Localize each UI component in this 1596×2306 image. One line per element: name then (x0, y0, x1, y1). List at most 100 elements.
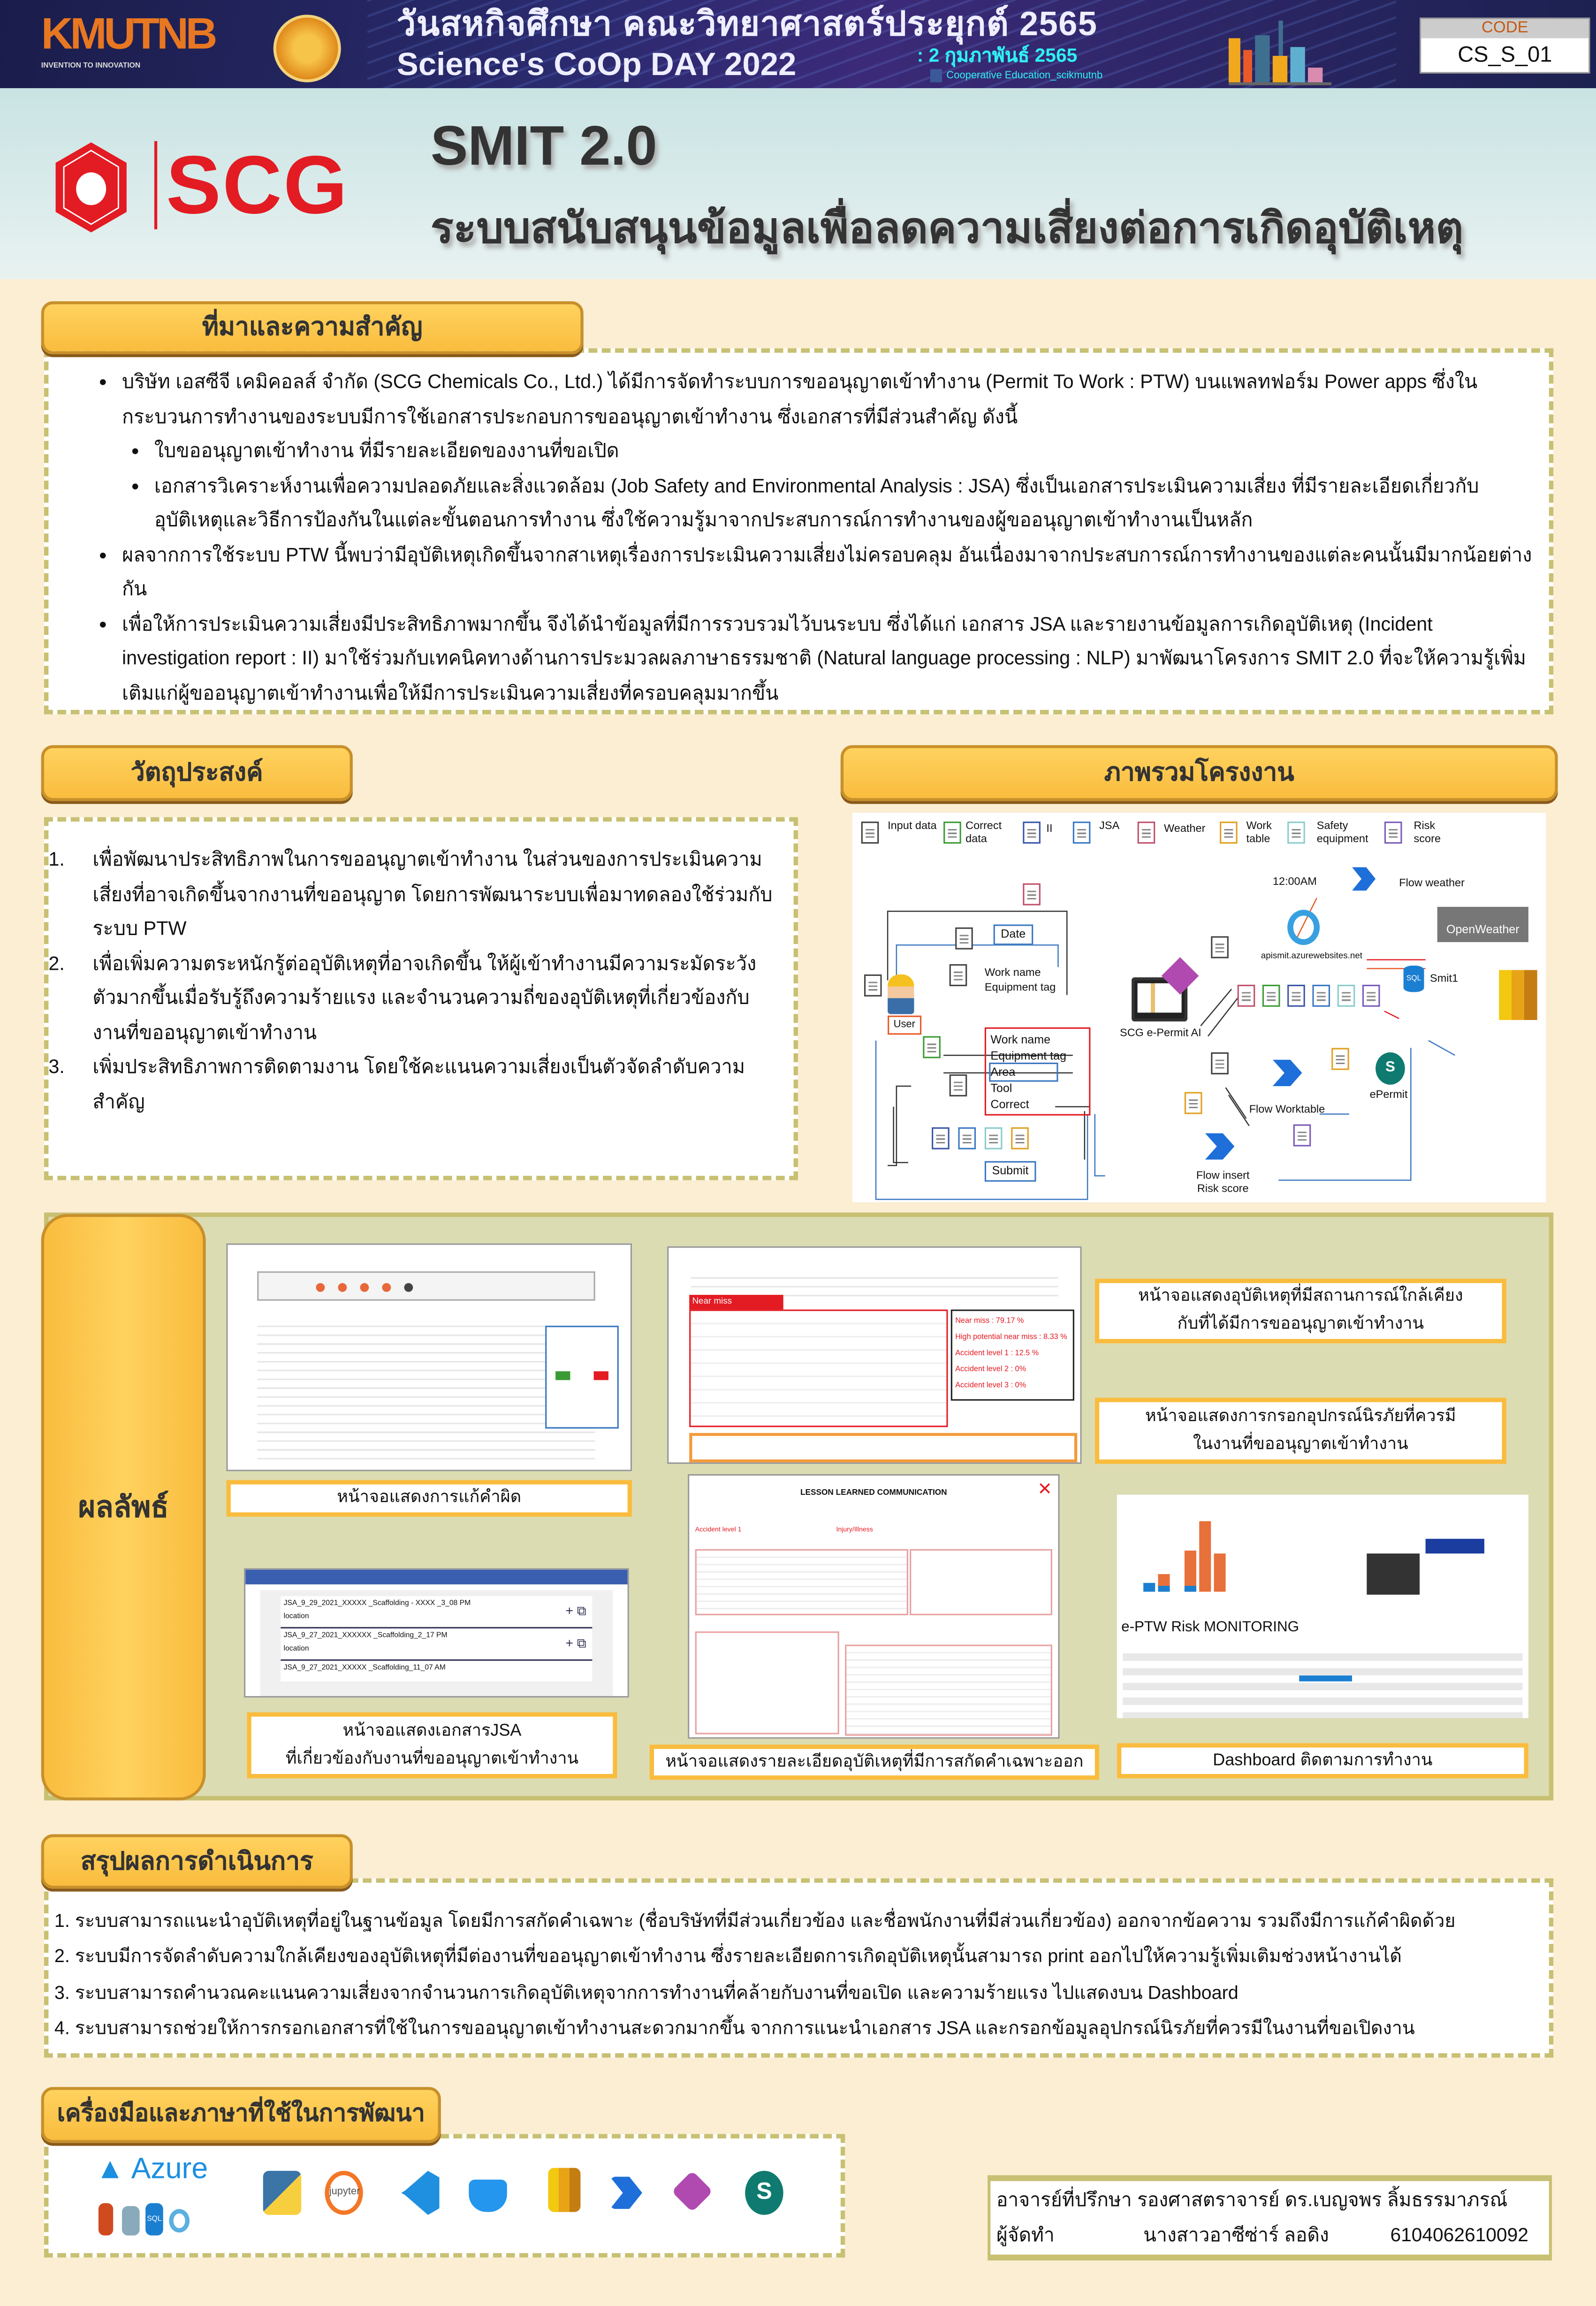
risk-score-doc-icon (1362, 984, 1380, 1007)
legend-risk-score: Risk score (1414, 818, 1441, 845)
tools-heading: เครื่องมือและภาษาที่ใช้ในการพัฒนา (41, 2087, 441, 2143)
azure-text: Azure (131, 2153, 208, 2186)
ii-doc-icon (932, 1127, 950, 1149)
user-label: User (888, 1015, 921, 1035)
power-bi-icon (548, 2168, 581, 2212)
close-icon[interactable]: ✕ (1037, 1478, 1052, 1499)
title-area (0, 88, 1596, 280)
facebook-icon (930, 69, 942, 83)
stat-near-miss: Near miss : 79.17 % (955, 1317, 1024, 1326)
results-heading: ผลลัพธ์ (41, 1214, 206, 1801)
jsa-row[interactable]: JSA_9_27_2021_XXXXX _Scaffolding_11_07 A… (281, 1660, 593, 1682)
flow-worktable-label: Flow Worktable (1249, 1102, 1325, 1116)
factory-illustration-icon (1228, 20, 1332, 85)
caption-text: กับที่ได้มีการขออนุญาตเข้าทำงาน (1177, 1315, 1424, 1333)
jsa-doc-icon (1072, 822, 1091, 844)
cognitive-services-icon (169, 2209, 190, 2233)
legend-correct-data: Correct data (965, 818, 1002, 845)
work-name-label: Work name (984, 966, 1041, 979)
correct-data-doc-icon (943, 822, 961, 844)
add-icon[interactable]: + ⧉ (565, 1636, 586, 1651)
python-icon (263, 2170, 302, 2215)
code-box: CODE CS_S_01 (1420, 17, 1590, 74)
faculty-seal-icon (273, 15, 341, 83)
doc-icon (955, 927, 973, 950)
weather-doc-icon (1137, 822, 1155, 844)
incident-category: Accident level 1 (695, 1525, 742, 1533)
input-data-doc-icon (861, 822, 879, 844)
jsa-row[interactable]: JSA_9_29_2021_XXXXX _Scaffolding - XXXX … (281, 1596, 593, 1629)
legend-weather: Weather (1164, 822, 1206, 835)
incident-detail-screenshot: LESSON LEARNED COMMUNICATION ✕ Accident … (688, 1474, 1060, 1739)
legend-work-table: Work table (1246, 818, 1272, 845)
jsa-documents-screenshot: JSA_9_29_2021_XXXXX _Scaffolding - XXXX … (244, 1568, 629, 1698)
jsa-row-title: JSA_9_29_2021_XXXXX _Scaffolding - XXXX … (283, 1599, 471, 1608)
stat-accident-3: Accident level 3 : 0% (955, 1381, 1026, 1391)
safety-equipment-doc-icon (984, 1127, 1003, 1149)
work-table-doc-icon (1220, 822, 1238, 844)
ii-doc-icon (1287, 984, 1305, 1007)
caption-similar-incidents: หน้าจอแสดงอุบัติเหตุที่มีสถานการณ์ใกล้เค… (1094, 1279, 1506, 1344)
flow-insert-line2: Risk score (1197, 1181, 1249, 1195)
objective-number: 3. (48, 1055, 65, 1078)
flow-insert-line1: Flow insert (1196, 1168, 1250, 1182)
correct-data-doc-icon (923, 1036, 941, 1058)
weather-dots (316, 1283, 413, 1292)
jsa-row[interactable]: JSA_9_27_2021_XXXXXX _Scaffolding_2_17 P… (281, 1628, 593, 1661)
storage-icon (122, 2206, 140, 2236)
legend-input-data: Input data (888, 818, 937, 832)
safety-equipment-checklist (689, 1433, 1078, 1462)
stat-accident-1: Accident level 1 : 12.5 % (955, 1349, 1039, 1358)
lesson-title: LESSON LEARNED COMMUNICATION (800, 1489, 947, 1498)
project-subtitle: ระบบสนับสนุนข้อมูลเพื่อลดความเสี่ยงต่อกา… (430, 205, 1464, 253)
summary-item: 2. ระบบมีการจัดลำดับความใกล้เคียงของอุบั… (54, 1946, 1402, 1967)
background-section: บริษัท เอสซีจี เคมิคอลส์ จำกัด (SCG Chem… (44, 348, 1554, 715)
event-banner (0, 0, 1596, 88)
summary-heading: สรุปผลการดำเนินการ (41, 1834, 353, 1889)
jsa-row-title: JSA_9_27_2021_XXXXX _Scaffolding_11_07 A… (283, 1664, 446, 1673)
caption-text: ในงานที่ขออนุญาตเข้าทำงาน (1193, 1435, 1408, 1453)
openweather-logo: OpenWeather (1437, 906, 1528, 942)
code-label: CODE (1421, 19, 1589, 38)
sql-database-icon: SQL (1403, 966, 1424, 992)
doc-icon (1211, 1052, 1229, 1074)
scg-elephant-logo-icon (55, 142, 127, 233)
banner-title-th: วันสหกิจศึกษา คณะวิทยาศาสตร์ประยุกต์ 256… (396, 4, 1098, 43)
logo-text: KMUTNB (41, 10, 218, 59)
objective-item: 2.เพื่อเพิ่มความตระหนักรู้ต่ออุบัติเหตุท… (48, 946, 779, 1050)
caption-safety-equipment: หน้าจอแสดงการกรอกอุปกรณ์นิรภัยที่ควรมีใน… (1094, 1398, 1506, 1464)
objective-item: 1.เพื่อพัฒนาประสิทธิภาพในการขออนุญาตเข้า… (48, 842, 779, 946)
objectives-heading: วัตถุประสงค์ (41, 745, 353, 801)
doc-icon (864, 974, 882, 997)
caption-text: หน้าจอแสดงการกรอกอุปกรณ์นิรภัยที่ควรมี (1145, 1407, 1456, 1425)
background-subitem: เอกสารวิเคราะห์งานเพื่อความปลอดภัยและสิ่… (154, 468, 1535, 537)
docker-icon (469, 2179, 507, 2212)
form-fields-box: Work name Equipment tag Area Tool Correc… (984, 1027, 1091, 1116)
summary-item: 1. ระบบสามารถแนะนำอุบัติเหตุที่อยู่ในฐาน… (54, 1910, 1456, 1932)
incident-type: Injury/Illness (836, 1525, 873, 1533)
facebook-link[interactable]: Cooperative Education_scikmutnb (930, 69, 1102, 84)
work-table-doc-icon (1184, 1092, 1202, 1114)
caption-text: หน้าจอแสดงอุบัติเหตุที่มีสถานการณ์ใกล้เค… (1138, 1287, 1463, 1305)
submit-button: Submit (984, 1161, 1036, 1182)
objective-text: เพื่อเพิ่มความตระหนักรู้ต่ออุบัติเหตุที่… (92, 951, 757, 1043)
add-icon[interactable]: + ⧉ (565, 1603, 586, 1618)
incident-chart (1143, 1521, 1484, 1595)
epermit-label: ePermit (1369, 1088, 1408, 1101)
banner-title-en: Science's CoOp DAY 2022 (396, 46, 797, 83)
background-paragraph: ผลจากการใช้ระบบ PTW นี้พบว่ามีอุบัติเหตุ… (122, 537, 1534, 606)
jupyter-icon: jupyter (325, 2170, 363, 2215)
schedule-time: 12:00AM (1272, 874, 1317, 888)
caption-spell-correction: หน้าจอแสดงการแก้คำผิด (226, 1480, 632, 1517)
caption-dashboard: Dashboard ติดตามการทำงาน (1117, 1743, 1528, 1779)
objective-text: เพื่อพัฒนาประสิทธิภาพในการขออนุญาตเข้าทำ… (92, 848, 773, 939)
spell-correction-screenshot (226, 1243, 632, 1471)
student-id: 6104062610092 (1390, 2223, 1528, 2246)
near-miss-tab[interactable]: Near miss (689, 1294, 783, 1310)
risk-stats-box: Near miss : 79.17 % High potential near … (950, 1309, 1074, 1401)
background-paragraph: เพื่อให้การประเมินความเสี่ยงมีประสิทธิภา… (122, 606, 1534, 710)
author-name: นางสาวอาซีซ่าร์ ลอดิง (1143, 2223, 1329, 2246)
